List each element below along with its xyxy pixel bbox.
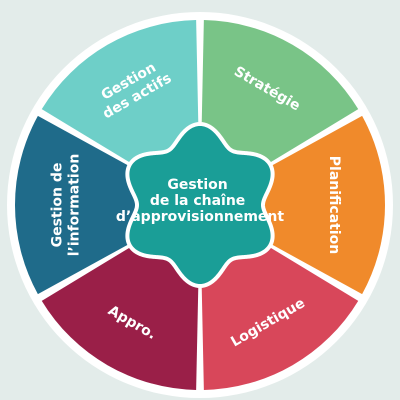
center-label: Gestion de la chaîne d’approvisionnement xyxy=(116,177,285,225)
segment-label-planification-line-1: Planification xyxy=(326,156,342,254)
center-label-line-1: Gestion xyxy=(167,177,227,193)
segment-label-gestion-de-l-information-line-1: Gestion de xyxy=(50,163,66,248)
segment-label-planification: Planification xyxy=(326,156,342,254)
center-hub xyxy=(129,126,271,284)
segment-label-gestion-de-l-information-line-2: l’information xyxy=(67,154,83,257)
center-label-line-2: de la chaîne xyxy=(150,193,245,209)
segment-planification xyxy=(217,115,386,295)
segment-gestion-de-l-information xyxy=(14,115,183,295)
center-label-line-3: d’approvisionnement xyxy=(116,209,285,225)
segment-label-gestion-de-l-information: Gestion del’information xyxy=(50,154,83,257)
